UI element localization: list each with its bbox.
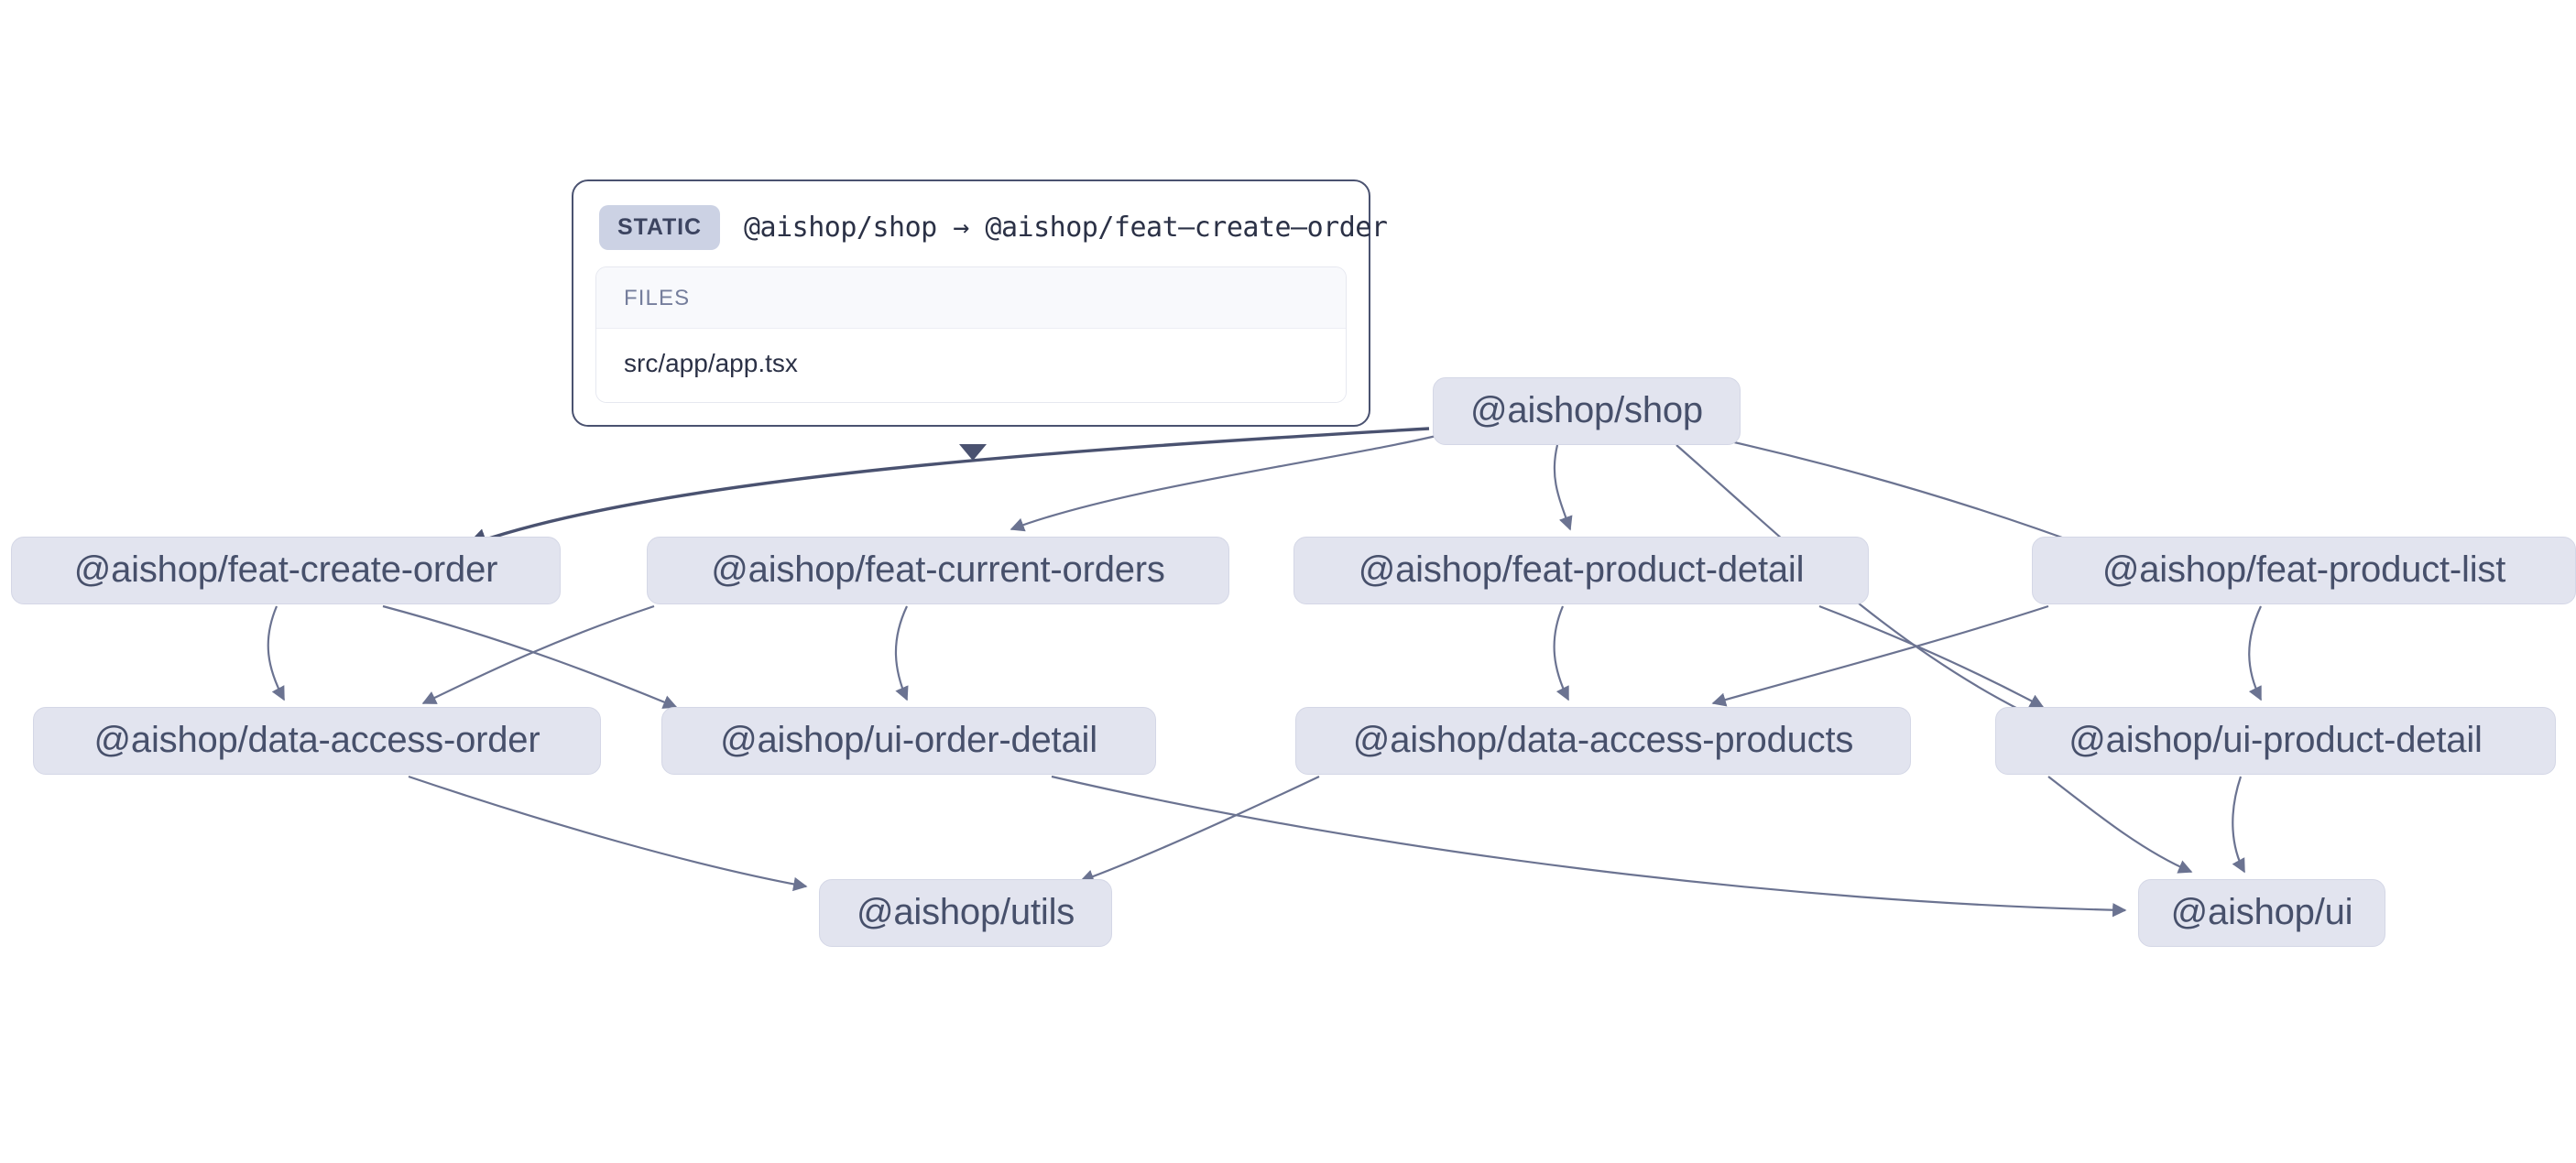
graph-node-label: @aishop/data-access-products <box>1352 720 1854 760</box>
graph-node-feat-create-order[interactable]: @aishop/feat-create-order <box>11 537 561 604</box>
edge-shop-to-feat-product-detail <box>1553 444 1573 531</box>
edge-detail-title: @aishop/shop → @aishop/feat–create–order <box>743 212 1388 244</box>
files-panel: FILES src/app/app.tsx <box>595 266 1347 403</box>
graph-node-ui-product-detail[interactable]: @aishop/ui-product-detail <box>1995 707 2556 775</box>
graph-node-feat-product-detail[interactable]: @aishop/feat-product-detail <box>1293 537 1869 604</box>
edge-data-access-products-to-utils <box>1079 776 1320 884</box>
graph-node-utils[interactable]: @aishop/utils <box>819 879 1112 947</box>
edge-detail-header: STATIC @aishop/shop → @aishop/feat–creat… <box>595 201 1388 266</box>
edges-highlighted <box>464 427 1430 549</box>
edges-normal <box>267 429 2262 918</box>
edge-shop-to-feat-create-order <box>464 427 1430 549</box>
edge-shop-to-feat-product-list <box>1721 438 2101 554</box>
edge-feat-create-order-to-ui-order-detail <box>382 604 678 709</box>
edge-direction-marker <box>959 444 987 461</box>
edge-feat-current-orders-to-data-access-order <box>421 604 655 704</box>
edge-ui-order-detail-to-ui <box>1051 775 2127 918</box>
edge-feat-product-list-to-data-access-products <box>1711 604 2049 707</box>
files-heading: FILES <box>596 267 1346 329</box>
edge-feat-product-list-to-ui-product-detail <box>2248 605 2262 701</box>
edge-feat-product-detail-to-data-access-products <box>1553 605 1569 701</box>
graph-node-feat-product-list[interactable]: @aishop/feat-product-list <box>2032 537 2576 604</box>
graph-node-feat-current-orders[interactable]: @aishop/feat-current-orders <box>647 537 1229 604</box>
graph-node-label: @aishop/utils <box>856 892 1075 932</box>
edge-ui-product-detail-to-ui-secondary <box>2047 776 2193 874</box>
file-list-item[interactable]: src/app/app.tsx <box>596 329 1346 402</box>
static-badge: STATIC <box>599 205 720 250</box>
graph-node-ui[interactable]: @aishop/ui <box>2138 879 2385 947</box>
edge-detail-card[interactable]: STATIC @aishop/shop → @aishop/feat–creat… <box>572 179 1388 427</box>
edge-feat-create-order-to-data-access-order <box>267 605 285 701</box>
graph-node-label: @aishop/shop <box>1470 390 1703 430</box>
edge-ui-product-detail-to-ui <box>2232 776 2245 874</box>
graph-node-ui-order-detail[interactable]: @aishop/ui-order-detail <box>661 707 1156 775</box>
graph-node-data-access-products[interactable]: @aishop/data-access-products <box>1295 707 1911 775</box>
edge-feat-current-orders-to-ui-order-detail <box>894 605 909 701</box>
graph-node-label: @aishop/data-access-order <box>93 720 540 760</box>
graph-node-label: @aishop/ui-order-detail <box>720 720 1097 760</box>
edge-feat-product-detail-to-ui-product-detail <box>1818 604 2045 708</box>
graph-node-label: @aishop/feat-product-list <box>2101 549 2506 590</box>
graph-node-label: @aishop/feat-current-orders <box>711 549 1165 590</box>
edge-data-access-order-to-utils <box>408 775 808 892</box>
edge-shop-to-feat-current-orders <box>1010 429 1459 532</box>
graph-node-shop[interactable]: @aishop/shop <box>1433 377 1741 445</box>
graph-node-label: @aishop/ui <box>2170 892 2353 932</box>
graph-node-label: @aishop/feat-create-order <box>73 549 498 590</box>
graph-node-label: @aishop/ui-product-detail <box>2068 720 2483 760</box>
graph-node-data-access-order[interactable]: @aishop/data-access-order <box>33 707 601 775</box>
graph-node-label: @aishop/feat-product-detail <box>1358 549 1805 590</box>
